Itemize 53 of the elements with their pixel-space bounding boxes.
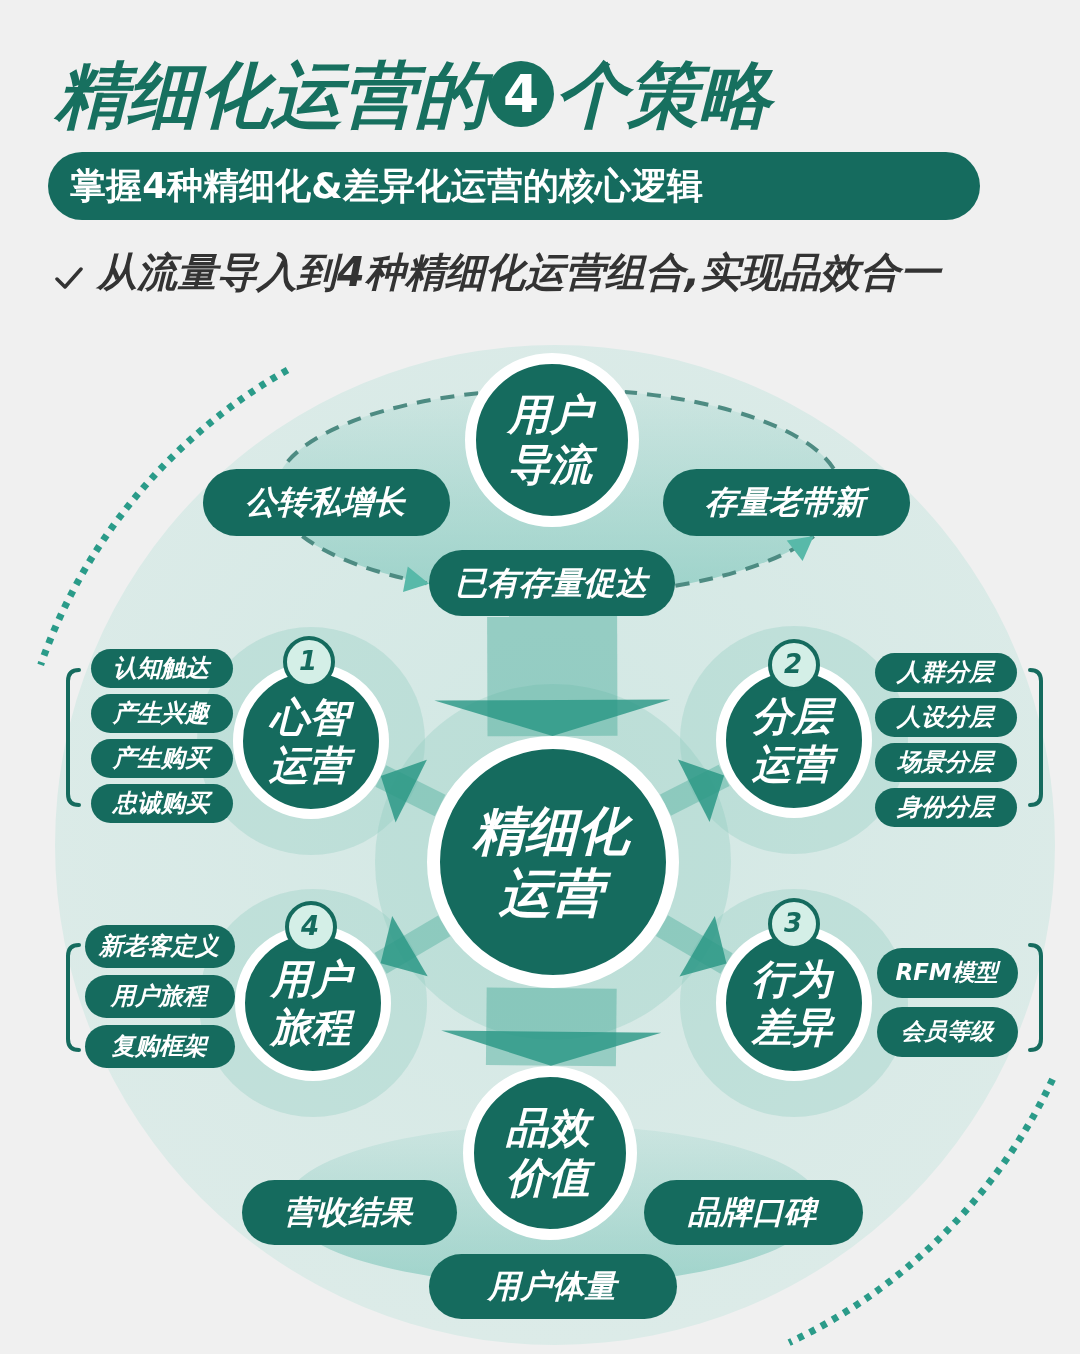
rounded-pill <box>875 698 1017 737</box>
pill-label: 复购框架 <box>110 1032 210 1061</box>
arrow <box>374 915 451 977</box>
pill-label: 营收结果 <box>283 1193 415 1232</box>
rounded-pill <box>644 1180 863 1245</box>
rounded-pill <box>85 1025 235 1068</box>
dashed-arrow <box>301 534 430 592</box>
banner-text: 掌握4种精细化&差异化运营的核心逻辑 <box>69 164 704 208</box>
circle-label: 用户导流 <box>501 389 603 491</box>
pill-label: 产生购买 <box>111 744 213 773</box>
pill-label: 忠诚购买 <box>111 789 213 818</box>
rounded-pill <box>91 739 233 778</box>
rounded-pill <box>875 788 1017 827</box>
pill-label: 已有存量促达 <box>452 563 652 603</box>
circle-label: 用户旅程 <box>265 955 361 1051</box>
pill-label: 产生兴趣 <box>111 699 212 728</box>
pill-label: 公转私增长 <box>244 483 407 522</box>
rounded-pill <box>877 948 1018 998</box>
badge-number: 4 <box>299 911 320 943</box>
rounded-pill <box>242 1180 457 1245</box>
rounded-pill <box>91 694 233 733</box>
pill-label: RFM模型 <box>894 959 1001 987</box>
tagline-text: 从流量导入到4种精细化运营组合,实现品效合一 <box>97 248 944 297</box>
pill-label: 新老客定义 <box>98 932 221 961</box>
pill-label: 存量老带新 <box>703 483 870 522</box>
circle-label: 行为差异 <box>750 955 836 1051</box>
badge-number: 1 <box>297 646 318 678</box>
pill-label: 用户体量 <box>485 1267 621 1306</box>
pill-label: 人设分层 <box>895 703 997 732</box>
rounded-pill <box>91 784 233 823</box>
circle-label: 精细化运营 <box>464 799 642 925</box>
circle-label: 心智运营 <box>263 693 359 789</box>
rounded-pill <box>877 1007 1018 1057</box>
pill-label: 会员等级 <box>899 1018 996 1046</box>
rounded-pill <box>85 925 235 968</box>
pill-label: 身份分层 <box>896 793 997 822</box>
badge-number: 3 <box>782 908 803 940</box>
rounded-pill <box>85 975 235 1018</box>
circle-label: 分层运营 <box>746 692 842 788</box>
dashed-arrow <box>675 534 815 588</box>
arrow <box>655 915 733 977</box>
rounded-pill <box>91 649 233 688</box>
rounded-pill <box>875 653 1017 692</box>
pill-label: 人群分层 <box>895 658 997 687</box>
pill-label: 品牌口碑 <box>687 1193 820 1232</box>
pill-label: 用户旅程 <box>109 982 211 1011</box>
badge-number: 2 <box>782 649 803 681</box>
arrow <box>375 759 446 823</box>
pill-label: 认知触达 <box>112 654 213 683</box>
arrow <box>660 759 730 822</box>
rounded-pill <box>875 743 1017 782</box>
circle-label: 品效价值 <box>499 1102 601 1204</box>
pill-label: 场景分层 <box>896 748 997 777</box>
